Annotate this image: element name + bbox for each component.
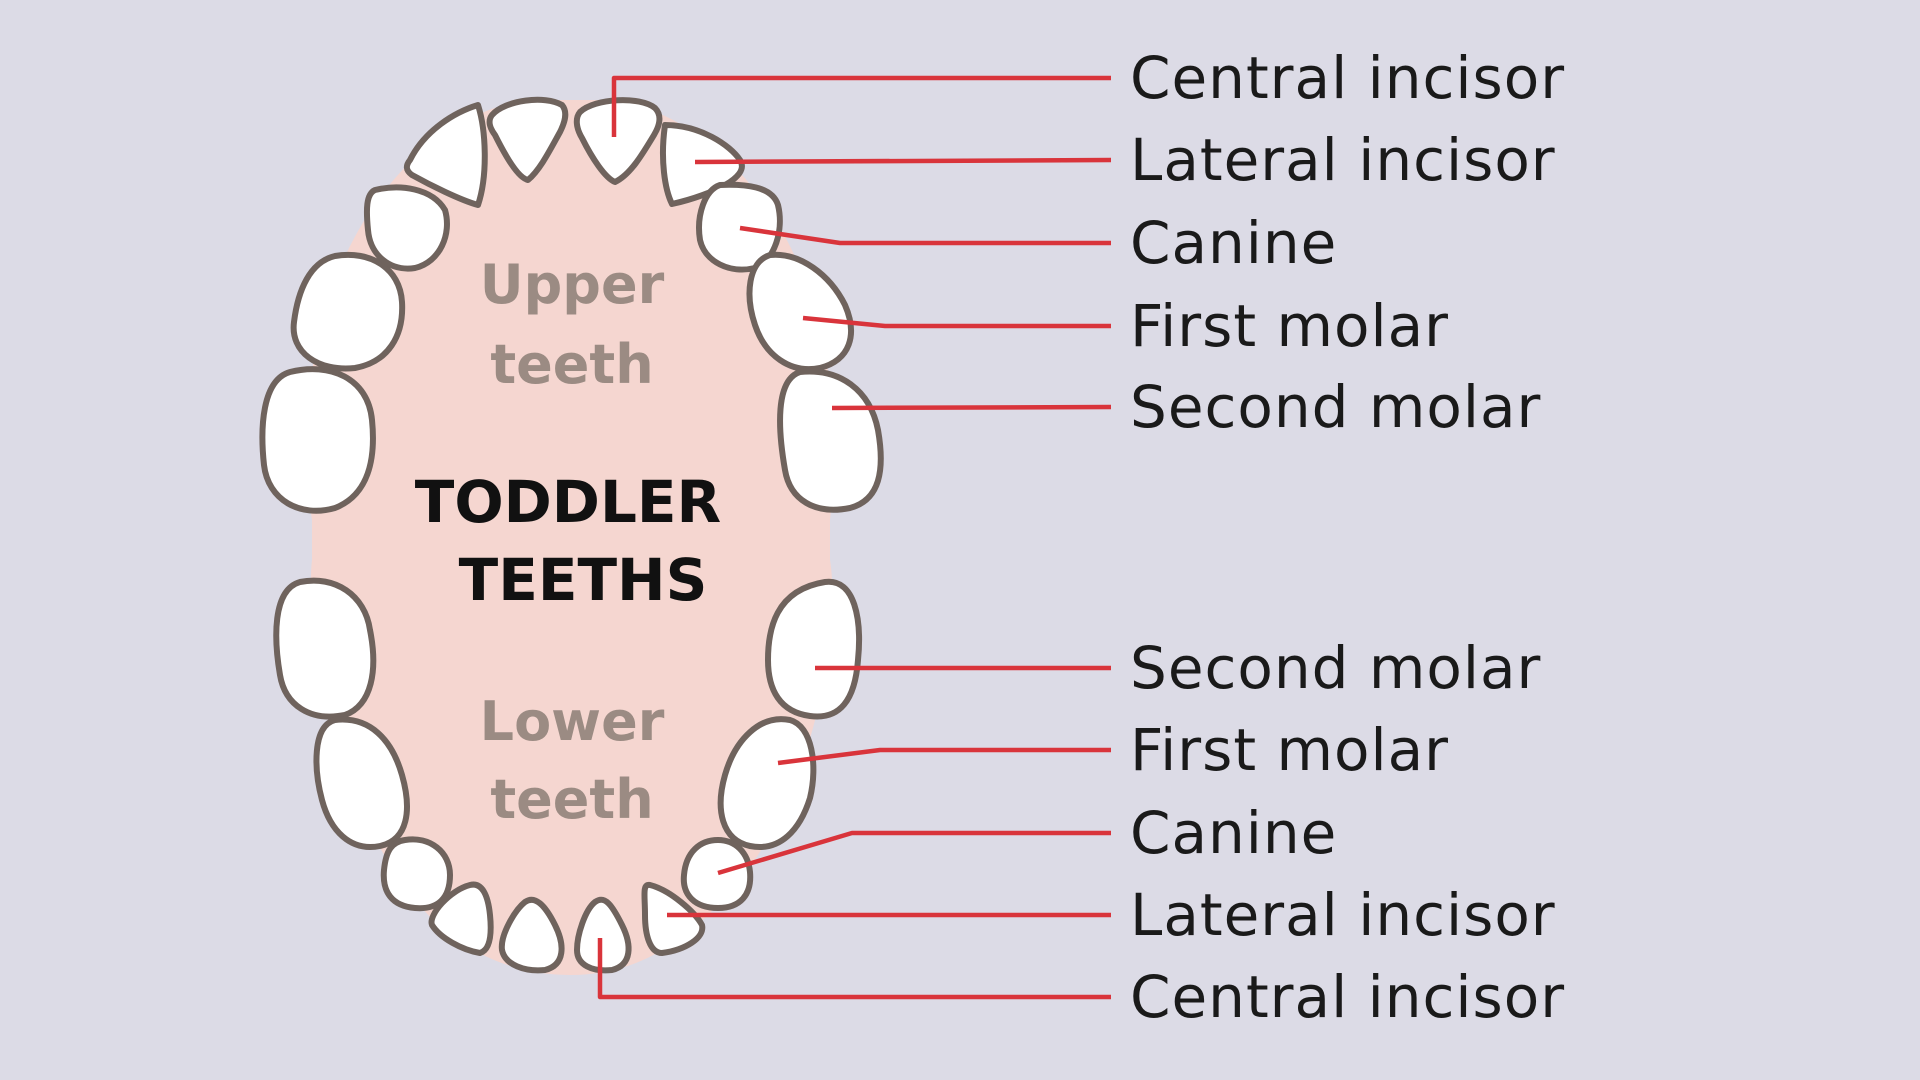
label-upper-second-molar: Second molar [1130, 373, 1541, 441]
upper-leader-lines [611, 75, 1112, 411]
tooth-lower-right-lateral-incisor [641, 882, 706, 956]
tooth-lower-left-lateral-incisor [428, 881, 494, 956]
tooth-upper-left-canine [363, 184, 450, 272]
label-upper-lateral-incisor: Lateral incisor [1130, 126, 1556, 194]
label-lower-canine: Canine [1130, 799, 1337, 867]
tooth-upper-right-second-molar [777, 368, 884, 513]
upper-teeth [259, 96, 569, 514]
upper-region-label-line2: teeth [490, 333, 653, 396]
tooth-lower-right-central-incisor [574, 896, 632, 974]
label-upper-central-incisor: Central incisor [1130, 44, 1565, 112]
tooth-lower-right-canine [680, 837, 754, 911]
label-lower-first-molar: First molar [1130, 716, 1449, 784]
lower-region-label-line1: Lower [480, 690, 665, 753]
leader-upper-second-molar [831, 404, 1112, 411]
tooth-lower-left-canine [380, 836, 453, 912]
tooth-lower-left-first-molar [313, 716, 410, 850]
tooth-upper-right-first-molar [746, 251, 854, 373]
lower-leader-lines [597, 665, 1111, 1000]
leader-lower-canine [717, 830, 1111, 876]
leader-lower-central-incisor [597, 938, 1111, 1000]
label-lower-lateral-incisor: Lateral incisor [1130, 881, 1556, 949]
tooth-lower-left-second-molar [273, 577, 377, 720]
leader-lower-first-molar [777, 747, 1111, 766]
tooth-upper-left-central-incisor [486, 96, 569, 183]
lower-tooth-labels: Second molar First molar Canine Lateral … [1130, 634, 1565, 1031]
tooth-lower-right-first-molar [717, 716, 817, 850]
lower-teeth-left [273, 577, 565, 974]
leader-upper-central-incisor [611, 75, 1111, 137]
tooth-lower-right-second-molar [765, 578, 863, 720]
leader-upper-first-molar [802, 315, 1111, 329]
diagram-title-line1: TODDLER [415, 468, 721, 536]
lower-region-label-line2: teeth [490, 768, 653, 831]
tooth-upper-left-second-molar [259, 366, 376, 514]
label-upper-first-molar: First molar [1130, 292, 1449, 360]
label-lower-second-molar: Second molar [1130, 634, 1541, 702]
gum-area [305, 100, 835, 975]
tooth-lower-left-central-incisor [498, 896, 565, 974]
label-upper-canine: Canine [1130, 209, 1337, 277]
lower-teeth-right [574, 578, 863, 974]
upper-teeth-right [573, 97, 884, 513]
label-lower-central-incisor: Central incisor [1130, 963, 1565, 1031]
upper-region-label-line1: Upper [480, 253, 665, 316]
upper-tooth-labels: Central incisor Lateral incisor Canine F… [1130, 44, 1565, 441]
tooth-upper-left-lateral-incisor [403, 102, 488, 208]
leader-upper-lateral-incisor [694, 157, 1112, 165]
tooth-upper-right-central-incisor [573, 97, 663, 185]
diagram-title-line2: TEETHS [459, 546, 708, 614]
leader-upper-canine [739, 225, 1111, 246]
tooth-upper-left-first-molar [290, 251, 406, 372]
